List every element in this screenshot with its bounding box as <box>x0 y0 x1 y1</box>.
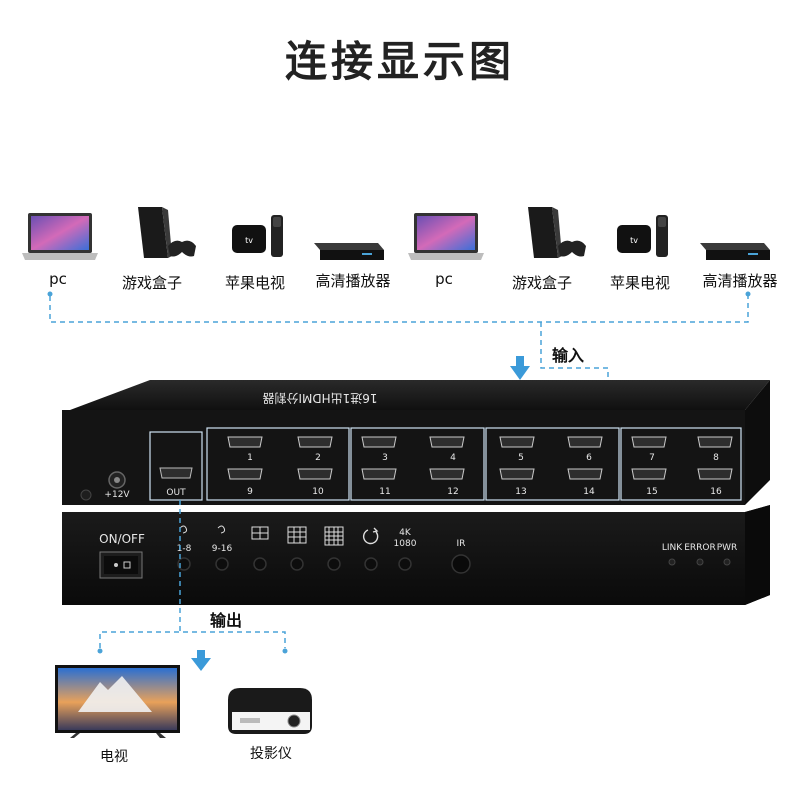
button-resolution <box>398 557 412 571</box>
button-sixteen <box>327 557 341 571</box>
hdmi-port-icon <box>361 468 397 480</box>
hdmi-port-icon <box>429 468 465 480</box>
hdmi-port-icon <box>227 468 263 480</box>
led-error <box>696 558 704 566</box>
hdmi-out-port-icon <box>159 467 193 479</box>
hdmi-port-icon <box>429 436 465 448</box>
output-label-projector: 投影仪 <box>250 746 292 762</box>
hdmi-port-icon <box>297 468 333 480</box>
input-label-apple-tv-2: 苹果电视 <box>609 274 670 292</box>
led-link <box>668 558 676 566</box>
port-number: 16 <box>710 487 722 497</box>
endpoint-dots <box>47 291 751 297</box>
led-label-error: ERROR <box>684 543 716 553</box>
button-1-8 <box>177 557 191 571</box>
port-number: 6 <box>586 453 592 463</box>
tv-icon <box>55 665 180 738</box>
port-number: 7 <box>649 453 655 463</box>
button-quad <box>253 557 267 571</box>
port-number: 13 <box>515 487 526 497</box>
ir-receiver <box>451 554 471 574</box>
input-flow-label: 输入 <box>552 346 585 365</box>
button-auto <box>364 557 378 571</box>
hdmi-port-icon <box>631 468 667 480</box>
input-label-media-player-1: 高清播放器 <box>315 272 391 290</box>
button-nine <box>290 557 304 571</box>
button-label-9-16: 9-16 <box>212 544 233 554</box>
svg-text:tv: tv <box>245 236 253 245</box>
laptop-icon <box>408 213 484 260</box>
port-number: 11 <box>379 487 390 497</box>
sixteen-split-icon <box>324 526 344 546</box>
hdmi-port-icon <box>499 468 535 480</box>
input-label-media-player-2: 高清播放器 <box>702 272 778 290</box>
down-arrow-icon <box>510 356 530 380</box>
button-9-16 <box>215 557 229 571</box>
rear-print-text: 16进1出HDMI分割器 <box>262 391 377 406</box>
input-label-apple-tv-1: 苹果电视 <box>224 274 285 292</box>
input-label-pc-1: pc <box>49 270 67 288</box>
switcher-front-unit: ON/OFF 1-8 9-16 <box>62 505 770 605</box>
media-player-icon <box>700 243 770 260</box>
page-title: 连接显示图 <box>284 37 515 86</box>
ir-label: IR <box>457 539 466 549</box>
auto-cycle-icon <box>362 527 379 545</box>
led-label-link: LINK <box>662 543 683 553</box>
port-number: 10 <box>312 487 324 497</box>
switcher-rear-unit: 16进1出HDMI分割器 +12V OUT <box>62 380 770 505</box>
button-label-1-8: 1-8 <box>177 544 192 554</box>
hdmi-port-icon <box>631 436 667 448</box>
port-number: 8 <box>713 453 719 463</box>
out-port-label: OUT <box>166 488 186 498</box>
port-number: 4 <box>450 453 456 463</box>
port-number: 5 <box>518 453 524 463</box>
port-number: 2 <box>315 453 321 463</box>
hdmi-port-icon <box>297 436 333 448</box>
group-9-16-icon <box>217 525 226 534</box>
svg-text:tv: tv <box>630 236 638 245</box>
down-arrow-icon <box>191 650 211 671</box>
hdmi-port-icon <box>567 468 603 480</box>
hdmi-port-icon <box>697 468 733 480</box>
input-label-game-box-1: 游戏盒子 <box>121 274 182 292</box>
game-console-icon <box>528 207 586 258</box>
hdmi-port-icon <box>499 436 535 448</box>
port-number: 14 <box>583 487 595 497</box>
hdmi-port-icon <box>697 436 733 448</box>
resolution-label-4k: 4K <box>399 528 412 538</box>
port-number: 1 <box>247 453 253 463</box>
resolution-label-1080: 1080 <box>394 539 417 549</box>
hdmi-port-icon <box>361 436 397 448</box>
projector-icon <box>228 688 312 734</box>
led-pwr <box>723 558 731 566</box>
output-label-tv: 电视 <box>100 749 128 765</box>
power-switch <box>99 551 143 579</box>
apple-tv-icon: tv <box>617 215 668 257</box>
port-number: 12 <box>447 487 458 497</box>
quad-split-icon <box>251 526 269 540</box>
port-number: 15 <box>646 487 657 497</box>
endpoint-dots <box>97 648 288 654</box>
port-number: 9 <box>247 487 253 497</box>
hdmi-port-icon <box>567 436 603 448</box>
port-number: 3 <box>382 453 388 463</box>
hdmi-port-icon <box>227 436 263 448</box>
input-label-game-box-2: 游戏盒子 <box>511 274 572 292</box>
group-1-8-icon <box>179 525 188 534</box>
nine-split-icon <box>287 526 307 544</box>
power-label: +12V <box>104 490 130 500</box>
game-console-icon <box>138 207 196 258</box>
laptop-icon <box>22 213 98 260</box>
led-label-pwr: PWR <box>717 543 738 553</box>
input-label-pc-2: pc <box>435 270 453 288</box>
output-connection-lines <box>99 500 286 648</box>
apple-tv-icon: tv <box>232 215 283 257</box>
output-flow-label: 输出 <box>210 611 243 630</box>
media-player-icon <box>314 243 384 260</box>
onoff-label: ON/OFF <box>99 532 145 546</box>
